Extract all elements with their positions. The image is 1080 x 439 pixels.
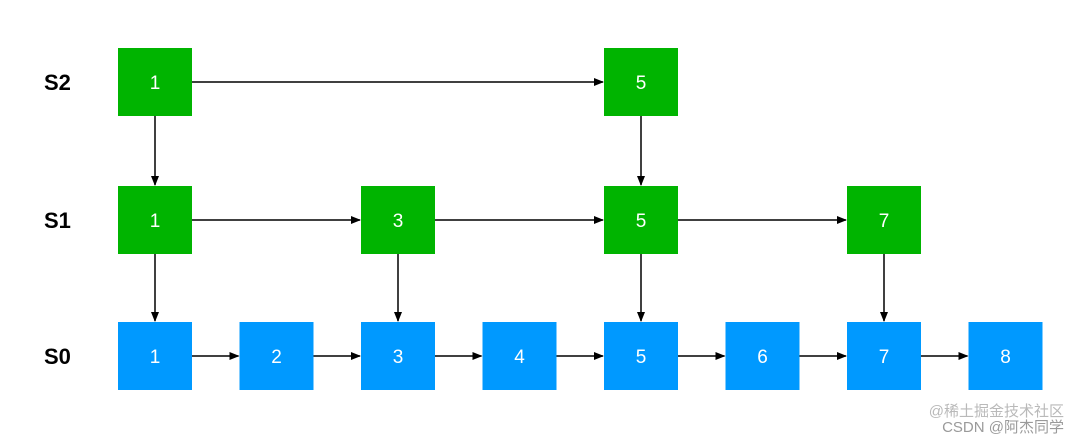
- node-boxes: 1 5 1 3 5 7 1 2 3 4 5 6 7 8: [118, 48, 1043, 390]
- node-s0-3: 3: [361, 322, 435, 390]
- node-value: 3: [393, 347, 404, 368]
- level-label-s0: S0: [44, 344, 71, 369]
- node-s1-5: 5: [604, 186, 678, 254]
- level-label-s2: S2: [44, 70, 71, 95]
- node-box: [725, 322, 800, 390]
- node-s1-7: 7: [847, 186, 921, 254]
- link-arrows: [151, 78, 969, 360]
- node-box: [118, 48, 192, 116]
- node-s2-1: 1: [118, 48, 192, 116]
- node-box: [604, 48, 678, 116]
- watermark-line-1: @稀土掘金技术社区: [928, 403, 1064, 420]
- node-box: [118, 322, 192, 390]
- node-value: 1: [150, 347, 161, 368]
- node-box: [361, 186, 435, 254]
- node-value: 4: [514, 347, 525, 368]
- node-value: 8: [1000, 347, 1011, 368]
- node-s1-1: 1: [118, 186, 192, 254]
- level-label-s1: S1: [44, 208, 71, 233]
- node-s0-8: 8: [968, 322, 1043, 390]
- watermark-line-2: CSDN @阿杰同学: [942, 419, 1064, 436]
- node-box: [118, 186, 192, 254]
- node-value: 2: [271, 347, 282, 368]
- node-s0-2: 2: [239, 322, 314, 390]
- node-value: 5: [636, 73, 647, 94]
- node-s0-1: 1: [118, 322, 192, 390]
- node-value: 5: [636, 347, 647, 368]
- node-box: [604, 186, 678, 254]
- node-s0-5: 5: [604, 322, 678, 390]
- node-value: 3: [393, 211, 404, 232]
- node-value: 7: [879, 347, 890, 368]
- node-s0-4: 4: [482, 322, 557, 390]
- node-box: [604, 322, 678, 390]
- node-box: [968, 322, 1043, 390]
- node-value: 1: [150, 211, 161, 232]
- node-s0-7: 7: [847, 322, 921, 390]
- node-box: [361, 322, 435, 390]
- node-s0-6: 6: [725, 322, 800, 390]
- node-value: 1: [150, 73, 161, 94]
- node-box: [239, 322, 314, 390]
- node-box: [847, 322, 921, 390]
- node-s2-5: 5: [604, 48, 678, 116]
- node-value: 6: [757, 347, 768, 368]
- node-value: 7: [879, 211, 890, 232]
- node-box: [482, 322, 557, 390]
- node-box: [847, 186, 921, 254]
- node-value: 5: [636, 211, 647, 232]
- node-s1-3: 3: [361, 186, 435, 254]
